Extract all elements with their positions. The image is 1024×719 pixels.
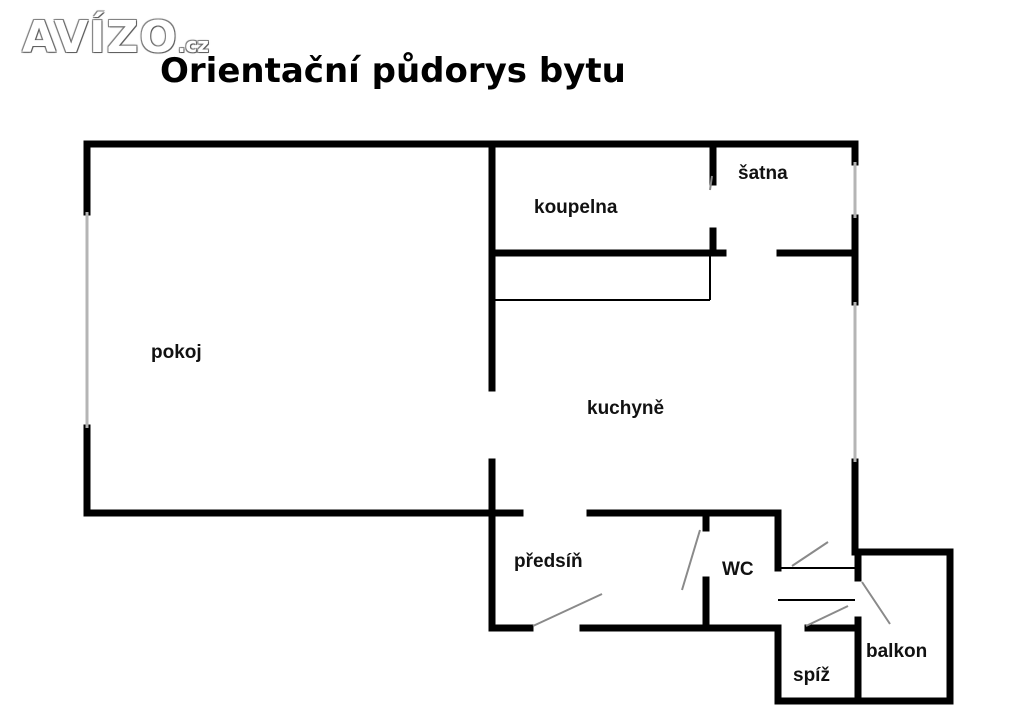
room-label-pokoj: pokoj bbox=[151, 342, 202, 363]
room-label-wc: WC bbox=[722, 559, 754, 580]
door-swing-hall bbox=[791, 541, 829, 567]
logo-tld: .cz bbox=[177, 33, 209, 57]
windows bbox=[85, 162, 857, 462]
door-swing-entrance bbox=[532, 593, 603, 627]
door-swing-satna bbox=[709, 175, 713, 191]
door-swing-wc bbox=[681, 529, 701, 591]
door-swing-spiz bbox=[805, 605, 849, 627]
door-swings bbox=[532, 175, 891, 627]
logo-text: AVÍZO bbox=[22, 12, 178, 63]
page-title: Orientační půdorys bytu bbox=[160, 51, 626, 91]
room-label-koupelna: koupelna bbox=[534, 197, 618, 218]
room-labels: pokoj kuchyně koupelna šatna předsíň WC … bbox=[151, 163, 927, 686]
room-label-predsin: předsíň bbox=[514, 551, 583, 572]
room-label-satna: šatna bbox=[738, 163, 788, 184]
thin-lines bbox=[492, 253, 855, 601]
walls bbox=[83, 140, 954, 705]
aviz-logo[interactable]: AVÍZO.cz bbox=[22, 16, 209, 60]
room-label-balkon: balkon bbox=[866, 641, 927, 662]
room-label-kuchyne: kuchyně bbox=[587, 398, 664, 419]
door-swing-balkon bbox=[861, 581, 891, 625]
room-label-spiz: spíž bbox=[793, 665, 830, 686]
